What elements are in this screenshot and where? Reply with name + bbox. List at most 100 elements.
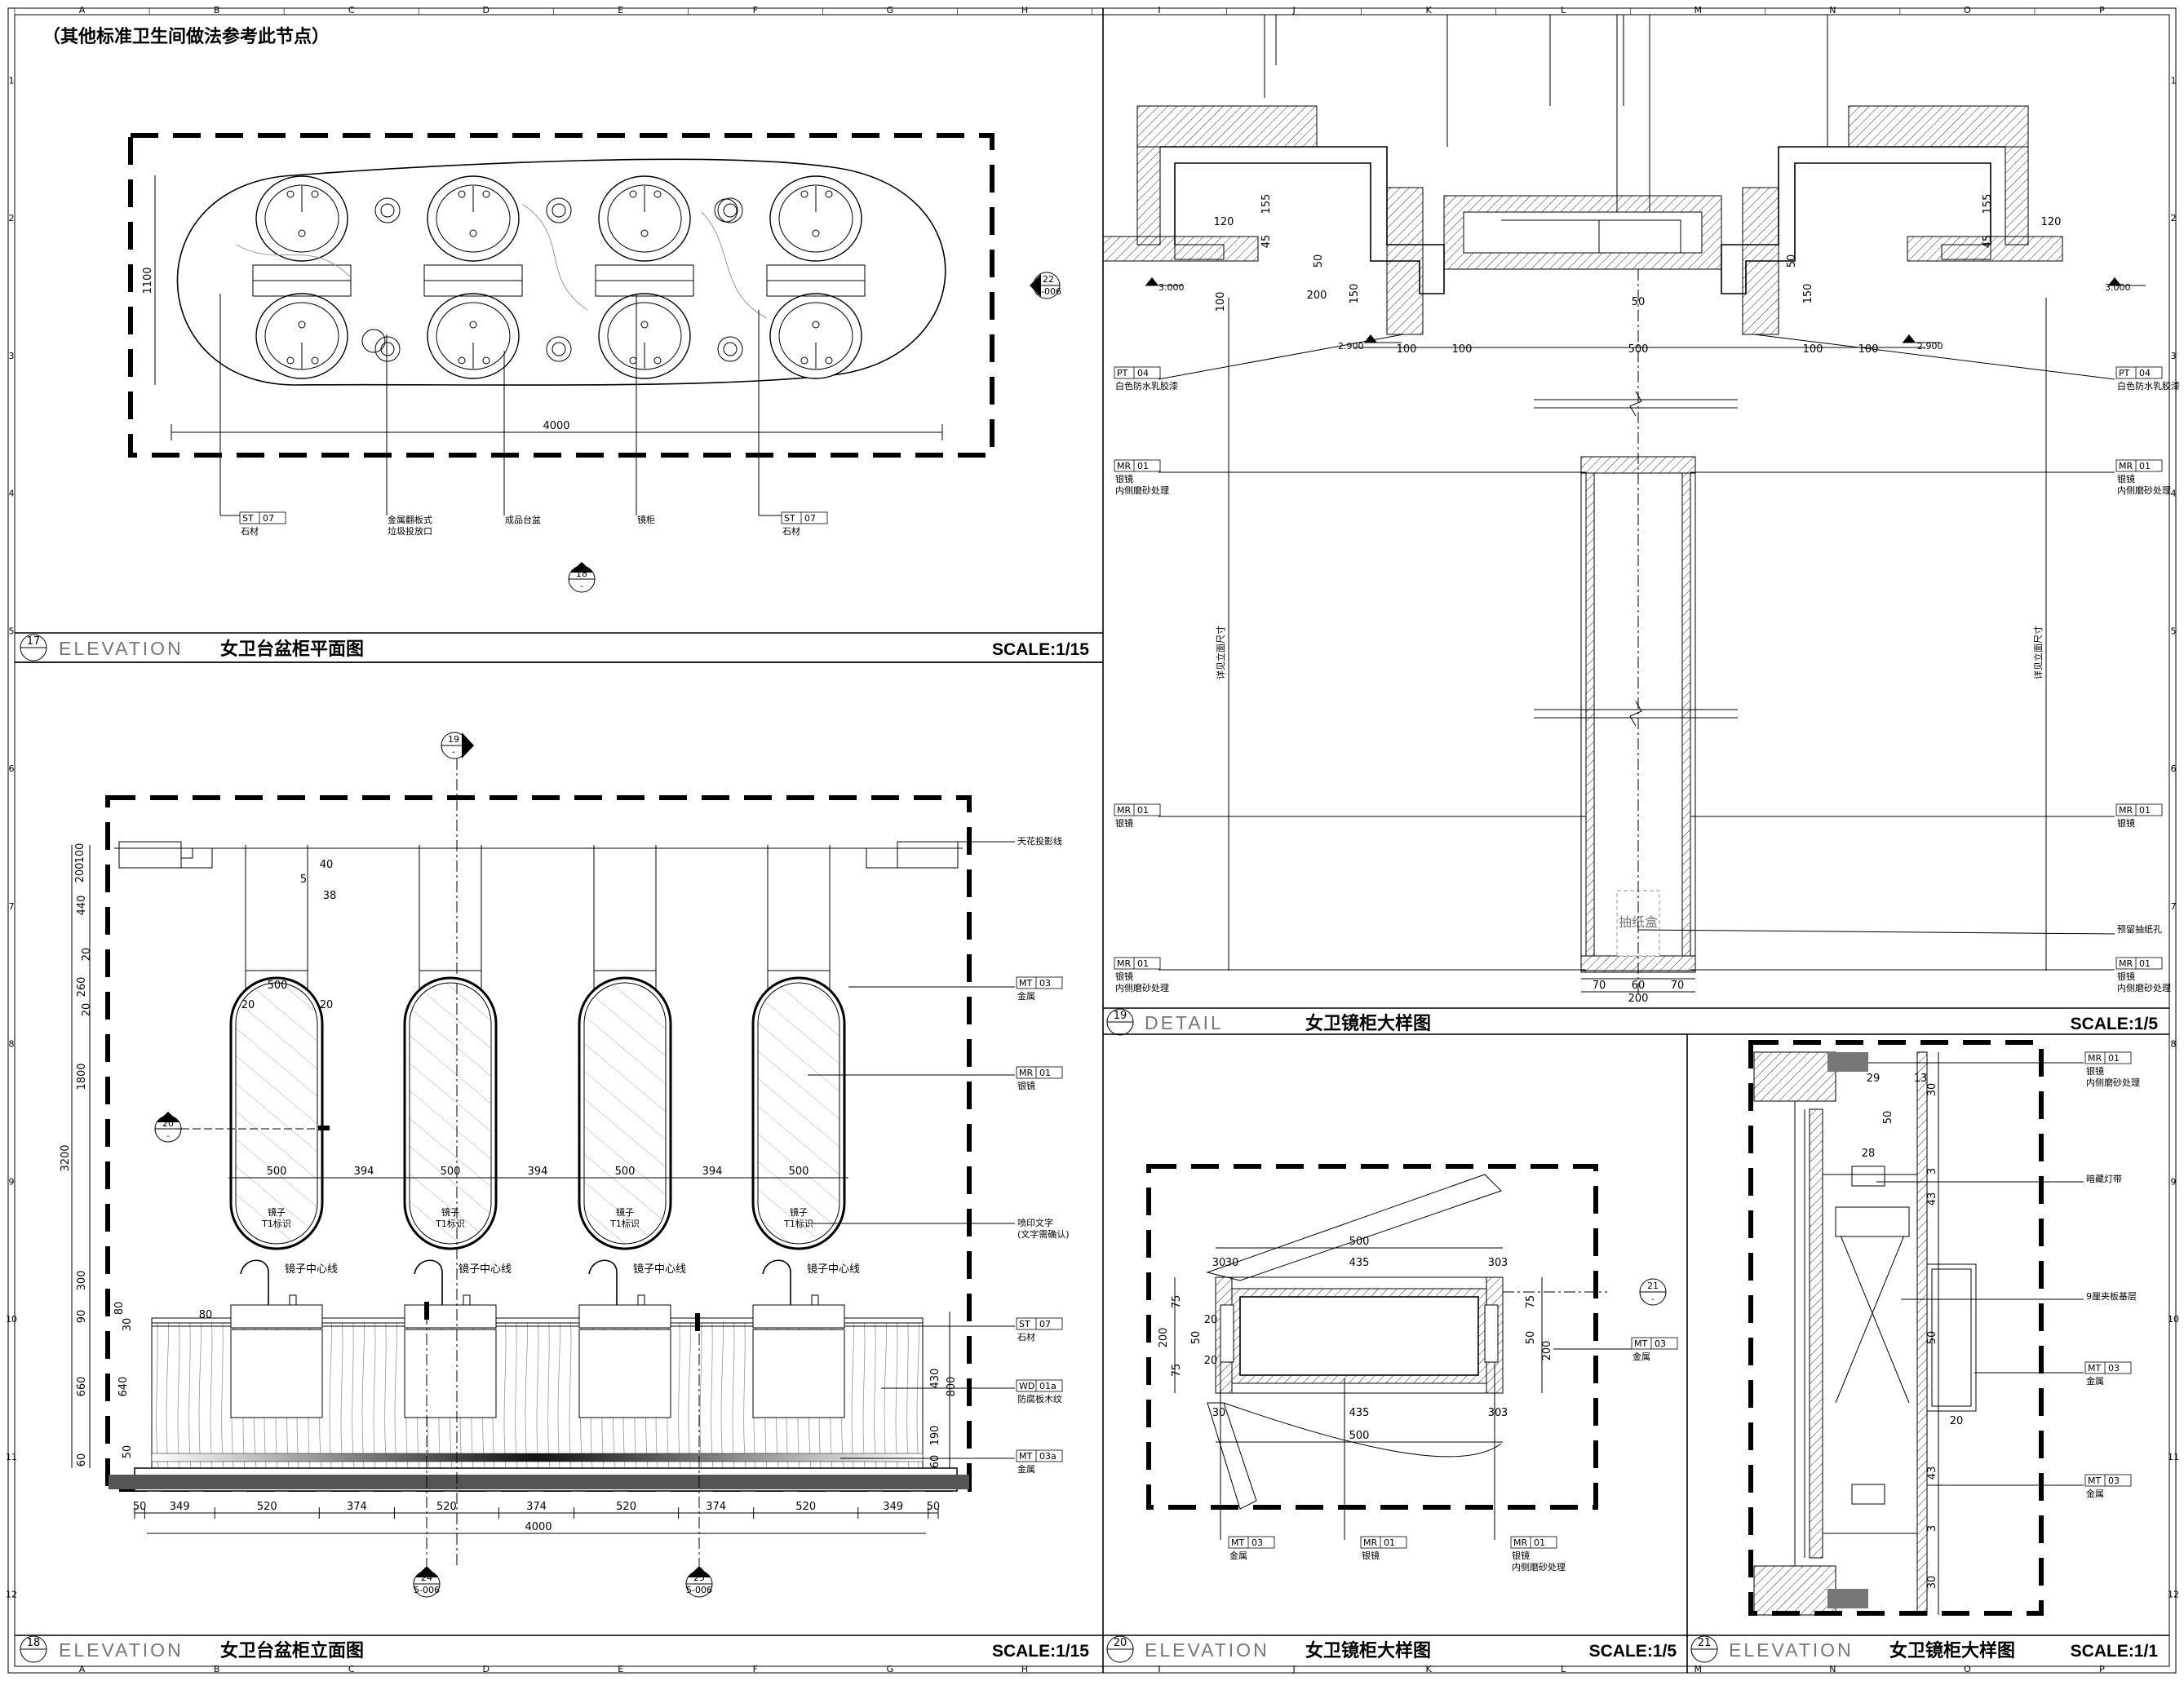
tag-number: 03: [1251, 1537, 1263, 1548]
panel-title: 女卫镜柜大样图: [1305, 1013, 1431, 1034]
tag-number: 01: [2139, 805, 2151, 816]
svg-text:5-006: 5-006: [1035, 286, 1061, 297]
border-letter: D: [482, 1664, 489, 1674]
tag-code: ST: [1019, 1319, 1030, 1329]
panel-title: 女卫镜柜大样图: [1889, 1640, 2015, 1661]
border-number: 12: [2168, 1590, 2179, 1600]
section-ref-19: 19 -: [441, 732, 474, 759]
drain-icon: [374, 336, 401, 362]
tag-code: MR: [1019, 1068, 1033, 1078]
tag-code: MT: [1019, 1451, 1032, 1462]
svg-text:-: -: [452, 746, 455, 757]
mirror-centerline-label: 镜子中心线: [285, 1263, 338, 1276]
panel-number: 18: [27, 1637, 41, 1649]
border-number: 7: [9, 901, 15, 912]
detail-dim: 50: [1632, 296, 1646, 308]
tag-number: 03: [2108, 1363, 2120, 1374]
mirror-width-dim: 500: [441, 1166, 461, 1178]
border-letter: P: [2099, 1664, 2105, 1674]
detail-dim: 70: [1671, 980, 1685, 992]
tag-number: 01: [1039, 1068, 1051, 1078]
panel-scale: SCALE:1/15: [992, 1642, 1089, 1661]
detail-dim: 120: [2041, 216, 2062, 228]
panel-kind: ELEVATION: [59, 638, 184, 659]
segment-dim: 520: [616, 1501, 636, 1513]
border-number: 6: [9, 763, 15, 774]
segment-dim: 520: [436, 1501, 457, 1513]
tag-description: 白色防水乳胶漆: [2117, 380, 2180, 391]
svg-text:-: -: [1651, 1294, 1655, 1304]
border-letter: H: [1021, 5, 1028, 15]
tag-description: 银镜: [2086, 1065, 2104, 1077]
ref-number: 24: [421, 1573, 432, 1583]
svg-text:3.000: 3.000: [1158, 282, 1185, 293]
segment-dim: 374: [706, 1501, 726, 1513]
mirror-centerline-label: 镜子中心线: [459, 1263, 512, 1276]
height-dim: 190: [929, 1426, 941, 1446]
tag-code: MR: [1117, 461, 1131, 471]
panel-number: 19: [1114, 1010, 1127, 1022]
border-number: 6: [2171, 763, 2177, 774]
cabinet-door: [230, 1329, 323, 1418]
ref-sheet: 5-006: [414, 1585, 440, 1595]
tag-description: 成品台盆: [505, 514, 541, 525]
detail-dim: 20: [1204, 1355, 1218, 1367]
detail-dim: 100: [1215, 292, 1227, 312]
tag-description: 金属: [2086, 1488, 2104, 1499]
border-number: 11: [6, 1452, 17, 1462]
border-number: 4: [2171, 489, 2177, 499]
detail-dim: 30: [1212, 1257, 1226, 1269]
section-ref-22: 22 5-006: [1030, 272, 1061, 299]
tag-number: 01: [1137, 461, 1149, 471]
height-dim: 20: [81, 1003, 93, 1017]
border-number: 5: [9, 626, 15, 636]
tag-code: MR: [1117, 958, 1131, 969]
tag-description: 金属: [2086, 1375, 2104, 1387]
tag-description: 白色防水乳胶漆: [1115, 380, 1178, 391]
ceiling-structure-right: [1721, 105, 2063, 335]
basin: [230, 1304, 323, 1329]
segment-dim: 50: [927, 1501, 941, 1513]
segment-dim: 349: [170, 1501, 190, 1513]
detail-dim: 20: [241, 999, 255, 1011]
mirror-centerline-label: 镜子中心线: [807, 1263, 860, 1276]
tag-description: 银镜: [1115, 473, 1133, 484]
border-number: 8: [2171, 1039, 2177, 1050]
detail-dim: 80: [199, 1309, 213, 1321]
tag-number: 01: [1137, 805, 1149, 816]
border-letter: O: [1964, 1664, 1971, 1674]
segment-dim: 349: [883, 1501, 903, 1513]
height-dim: 90: [76, 1310, 88, 1324]
tag-number: 07: [804, 513, 816, 524]
border-number: 3: [9, 351, 15, 361]
detail-dim: 50: [1926, 1331, 1938, 1345]
height-dim: 100: [74, 843, 86, 864]
drain-icon: [374, 197, 401, 223]
material-tag: 镜柜: [637, 514, 655, 525]
ref-number: 25: [693, 1573, 705, 1583]
basin: [427, 293, 520, 379]
tag-description: 天花投影线: [1017, 835, 1062, 847]
detail-dim: 435: [1349, 1257, 1370, 1269]
basin: [578, 1304, 671, 1329]
border-number: 8: [9, 1039, 15, 1050]
detail-dim: 500: [268, 980, 288, 992]
detail-dim: 38: [323, 890, 337, 902]
tag-code: ST: [784, 513, 795, 524]
detail-dim: 40: [320, 859, 334, 871]
tag-description: 银镜: [1115, 817, 1133, 829]
border-number: 12: [6, 1590, 17, 1600]
